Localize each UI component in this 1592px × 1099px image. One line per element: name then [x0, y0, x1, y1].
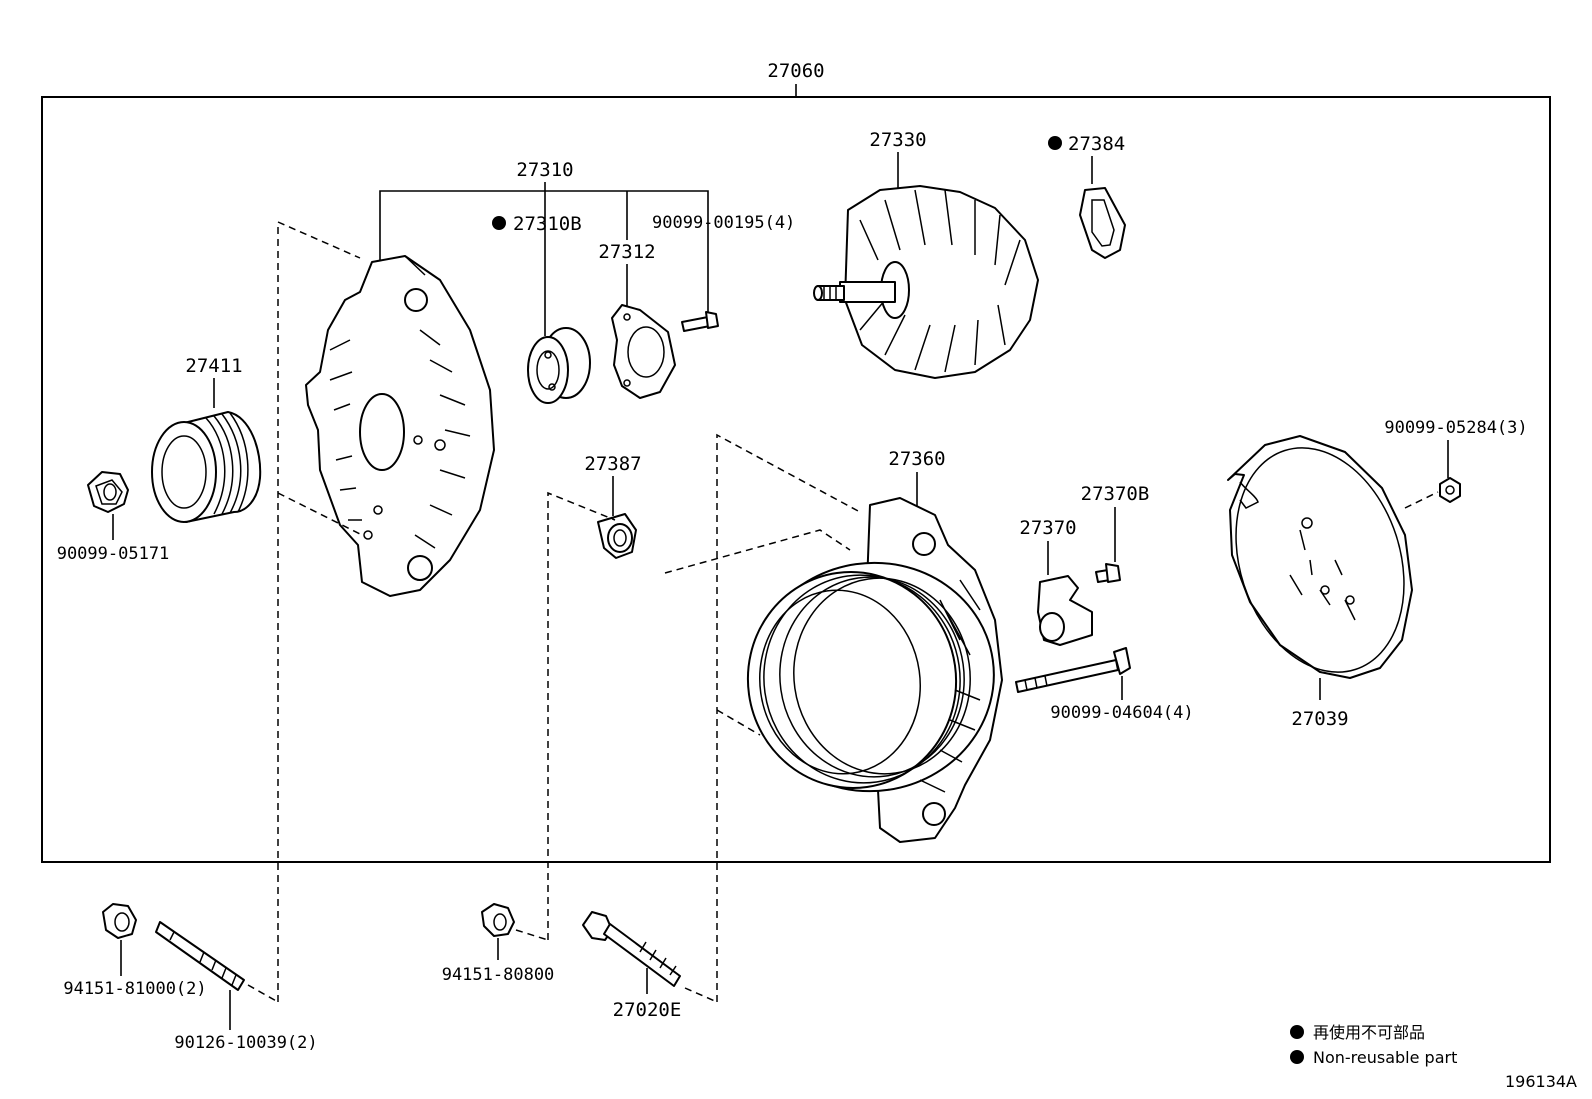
rear-cover-27039: [1227, 435, 1413, 679]
drive-end-frame: [305, 255, 495, 597]
label-90099-04604[interactable]: 90099-04604(4): [1050, 703, 1193, 723]
label-27310b[interactable]: 27310B: [513, 213, 582, 235]
legend-dot-jp: [1290, 1025, 1304, 1039]
label-94151-81000[interactable]: 94151-81000(2): [63, 979, 206, 999]
brush-holder-27370: [1037, 575, 1093, 646]
legend-text-en: Non-reusable part: [1313, 1048, 1457, 1067]
label-90099-00195[interactable]: 90099-00195(4): [652, 213, 795, 233]
label-94151-80800[interactable]: 94151-80800: [442, 965, 555, 985]
label-27060[interactable]: 27060: [767, 60, 824, 82]
diagram-id: 196134A: [1505, 1072, 1577, 1091]
label-27411[interactable]: 27411: [185, 355, 242, 377]
bearing-27310b: [527, 327, 591, 404]
nut-90099-05284: [1439, 477, 1461, 503]
pulley-27411: [151, 411, 262, 523]
screw-90099-00195: [681, 311, 719, 332]
bushing-27387: [597, 513, 637, 559]
label-27312[interactable]: 27312: [598, 241, 655, 263]
seal-ring-27384: [1079, 187, 1126, 259]
label-27370[interactable]: 27370: [1019, 517, 1076, 539]
label-27330[interactable]: 27330: [869, 129, 926, 151]
label-27020e[interactable]: 27020E: [613, 999, 682, 1021]
label-90126-10039[interactable]: 90126-10039(2): [174, 1033, 317, 1053]
label-27370b[interactable]: 27370B: [1081, 483, 1150, 505]
label-27310[interactable]: 27310: [516, 159, 573, 181]
non-reusable-dot-27384: [1048, 136, 1062, 150]
screw-27370b: [1095, 563, 1121, 583]
label-90099-05171[interactable]: 90099-05171: [57, 544, 170, 564]
label-27384[interactable]: 27384: [1068, 133, 1125, 155]
nut-90099-05171: [87, 471, 129, 513]
retainer-plate-27312: [611, 304, 676, 399]
rotor-27330: [813, 185, 1039, 379]
non-reusable-dot-27310b: [492, 216, 506, 230]
legend-dot-en: [1290, 1050, 1304, 1064]
label-90099-05284[interactable]: 90099-05284(3): [1384, 418, 1527, 438]
nut-94151-80800: [481, 903, 515, 937]
through-bolt-90099-04604: [1015, 647, 1131, 693]
label-27387[interactable]: 27387: [584, 453, 641, 475]
bolt-27020e: [582, 911, 681, 987]
stud-90126-10039: [155, 921, 245, 991]
legend-text-jp: 再使用不可部品: [1313, 1023, 1425, 1042]
label-27360[interactable]: 27360: [888, 448, 945, 470]
rear-frame-27360: [746, 497, 1003, 843]
label-27039[interactable]: 27039: [1291, 708, 1348, 730]
nut-94151-81000: [102, 903, 137, 939]
